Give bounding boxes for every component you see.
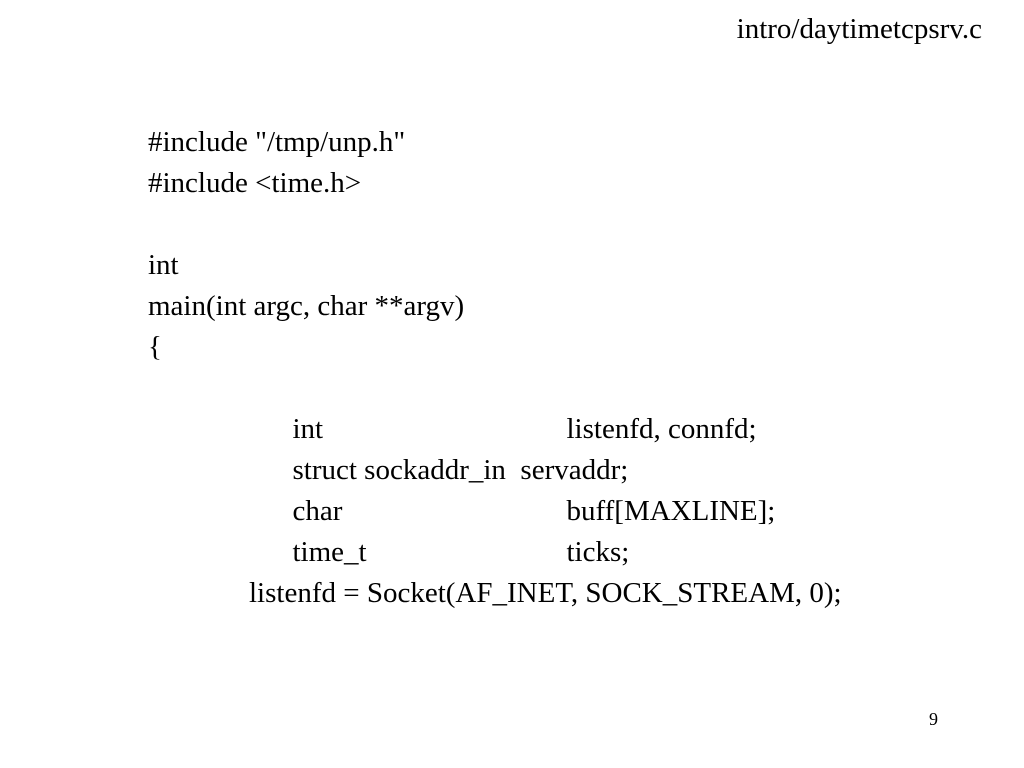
declaration-names: listenfd, connfd; bbox=[566, 413, 757, 445]
file-title: intro/daytimetcpsrv.c bbox=[736, 13, 982, 45]
include-unp-line: #include "/tmp/unp.h" bbox=[148, 126, 406, 158]
declaration-line-listenfd: int listenfd, connfd; bbox=[148, 368, 842, 445]
declaration-type: time_t bbox=[292, 536, 367, 568]
main-signature-line: main(int argc, char **argv) bbox=[148, 290, 465, 322]
declaration-names: ticks; bbox=[566, 536, 630, 568]
declaration-names: buff[MAXLINE]; bbox=[566, 495, 776, 527]
page-number: 9 bbox=[929, 709, 938, 729]
code-block: #include "/tmp/unp.h" #include <time.h> … bbox=[148, 122, 842, 614]
declaration-line-buff: char buff[MAXLINE]; bbox=[148, 450, 842, 527]
return-type-line: int bbox=[148, 249, 179, 281]
open-brace-line: { bbox=[148, 331, 162, 363]
socket-call-line: listenfd = Socket(AF_INET, SOCK_STREAM, … bbox=[249, 577, 842, 609]
declaration-line-ticks: time_t ticks; bbox=[148, 491, 842, 568]
blank-line bbox=[148, 204, 842, 245]
declaration-line-servaddr: struct sockaddr_in servaddr; bbox=[148, 409, 842, 486]
declaration-names: servaddr; bbox=[520, 454, 629, 486]
declaration-type: int bbox=[292, 413, 324, 445]
declaration-type: char bbox=[292, 495, 343, 527]
declaration-type: struct sockaddr_in bbox=[292, 454, 506, 486]
include-time-line: #include <time.h> bbox=[148, 167, 362, 199]
